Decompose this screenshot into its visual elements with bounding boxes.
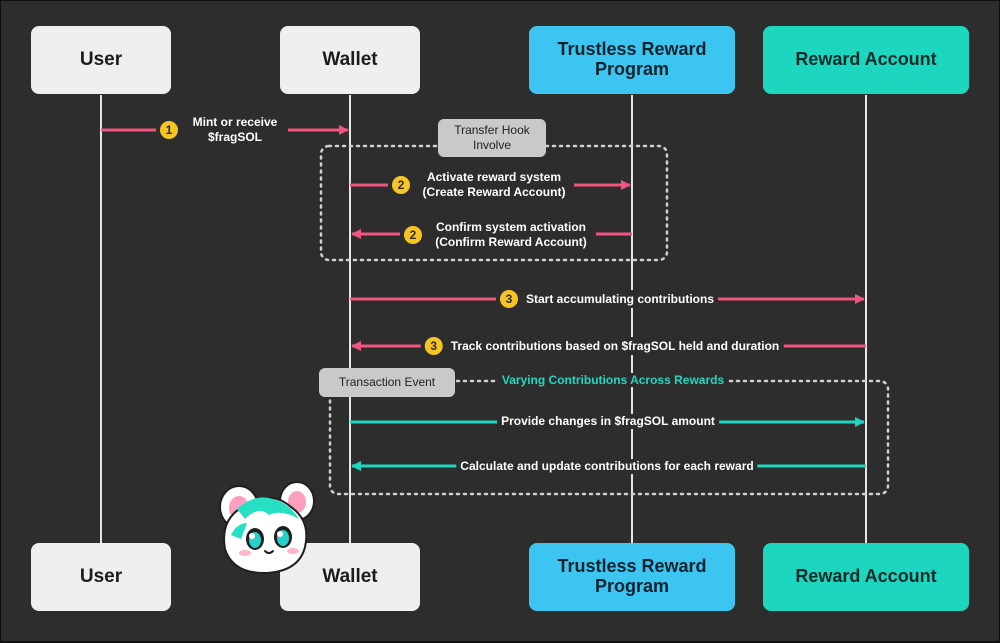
message-text: Activate reward system (Create Reward Ac… (422, 170, 566, 199)
message-mint: 1 Mint or receive $fragSOL (156, 115, 288, 145)
transaction-event-frame (328, 379, 890, 496)
step-badge: 3 (499, 290, 518, 308)
transfer-hook-tag: Transfer Hook Involve (438, 119, 546, 157)
step-badge: 1 (160, 121, 178, 139)
mascot-illustration (219, 481, 315, 575)
transaction-event-tag: Transaction Event (319, 368, 455, 397)
message-text: Provide changes in $fragSOL amount (501, 414, 715, 428)
message-track: 3 Track contributions based on $fragSOL … (420, 337, 784, 355)
message-text: Confirm system activation (Confirm Rewar… (435, 220, 587, 249)
actor-wallet-top: Wallet (280, 26, 420, 94)
message-provide-changes: Provide changes in $fragSOL amount (497, 414, 719, 429)
actor-user-bottom: User (31, 543, 171, 611)
transfer-hook-frame (319, 144, 669, 262)
actor-program-top: Trustless Reward Program (529, 26, 735, 94)
message-text: Mint or receive $fragSOL (192, 115, 278, 144)
step-badge: 2 (404, 226, 422, 244)
message-confirm: 2 Confirm system activation (Confirm Rew… (400, 220, 596, 250)
message-start-accumulating: 3 Start accumulating contributions (495, 290, 719, 308)
varying-contributions-label: Varying Contributions Across Rewards (497, 373, 729, 387)
message-text: Calculate and update contributions for e… (460, 459, 754, 473)
actor-program-bottom: Trustless Reward Program (529, 543, 735, 611)
message-calculate: Calculate and update contributions for e… (456, 459, 758, 474)
step-badge: 2 (392, 176, 410, 194)
message-text: Track contributions based on $fragSOL he… (450, 338, 780, 353)
message-text: Start accumulating contributions (525, 291, 715, 306)
step-badge: 3 (424, 337, 443, 355)
actor-account-top: Reward Account (763, 26, 969, 94)
actor-account-bottom: Reward Account (763, 543, 969, 611)
message-activate: 2 Activate reward system (Create Reward … (388, 170, 574, 200)
actor-user-top: User (31, 26, 171, 94)
